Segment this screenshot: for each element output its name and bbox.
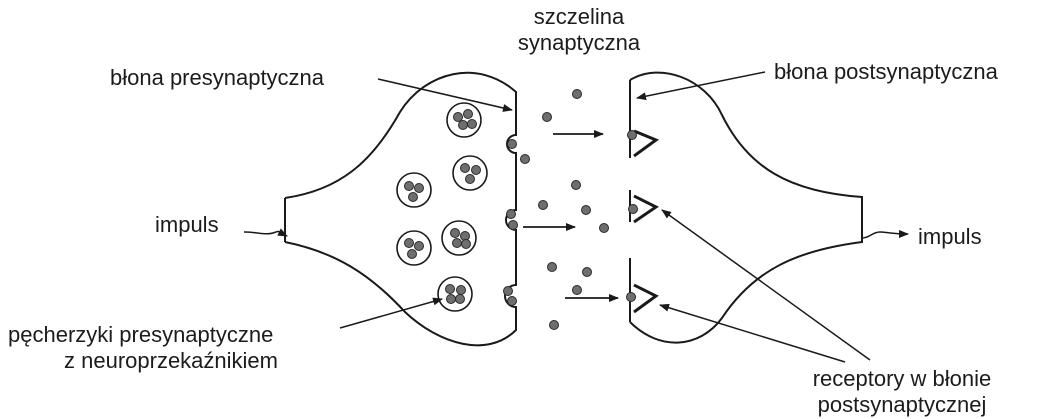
vesicle [438,277,472,311]
vesicles-label: pęcherzyki presynaptyczne z neuroprzekaź… [0,322,346,374]
vesicles-label-line1: pęcherzyki presynaptyczne [0,322,346,348]
receptors-label: receptory w błonie postsynaptycznej [788,366,1016,418]
vesicles-label-line2: z neuroprzekaźnikiem [0,348,346,374]
impulse-label-left: impuls [155,212,219,238]
receptor [634,285,656,312]
vesicle [442,221,476,255]
synaptic-cleft-label-line1: szczelina [500,4,658,30]
pointer-vesicles [340,299,442,328]
synaptic-cleft-label: szczelina synaptyczna [500,4,658,56]
vesicle [397,231,431,265]
impulse-arrow-left [244,231,287,236]
impulse-label-right: impuls [918,224,982,250]
receptors-label-line2: postsynaptycznej [788,392,1016,418]
postsynaptic-membrane-label: błona postsynaptyczna [774,59,998,85]
vesicles [397,103,487,311]
vesicle [453,156,487,190]
presynaptic-terminal [285,73,516,345]
vesicle [447,103,481,137]
pointer-receptor-lower [660,305,845,362]
pointer-presynaptic-membrane [378,79,512,110]
receptor [634,131,656,156]
synaptic-cleft-label-line2: synaptyczna [500,30,658,56]
vesicle [397,173,431,207]
neurotransmitter-molecules [405,90,638,330]
postsynaptic-terminal [630,73,862,343]
impulse-arrow-right [862,232,908,238]
pointer-postsynaptic-membrane [637,72,765,98]
presynaptic-membrane-label: błona presynaptyczna [110,65,324,91]
receptors-label-line1: receptory w błonie [788,366,1016,392]
